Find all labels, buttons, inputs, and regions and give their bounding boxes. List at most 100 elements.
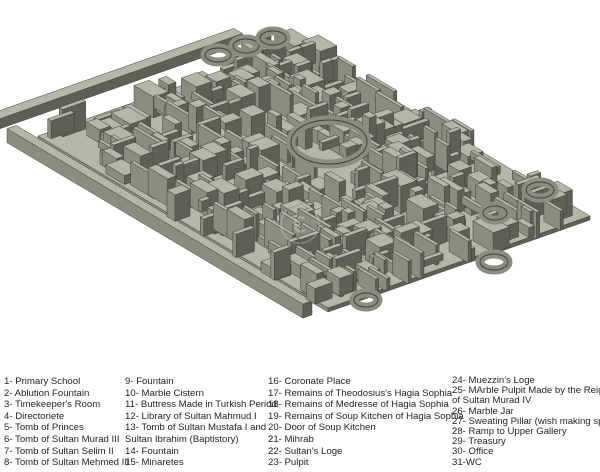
building-block-top	[516, 199, 541, 213]
legend-item: 16- Coronate Place	[268, 376, 351, 387]
legend-item: 21- Mihrab	[268, 433, 314, 445]
legend-item: 30- Office	[452, 446, 494, 458]
legend-column-4: 24- Muezzin's Loge 25- MArble Pulpit Mad…	[452, 375, 600, 468]
building-block-side	[496, 165, 501, 176]
legend-item: 26- Marble Jar	[452, 405, 514, 417]
building-block-top	[318, 134, 340, 144]
building-block-top	[306, 101, 329, 111]
building-block-top	[324, 171, 347, 183]
watermark: ⓒ	[279, 202, 321, 249]
legend-item: 24- Muezzin's Loge	[452, 375, 535, 386]
building-block-side	[559, 209, 564, 231]
building-block-top	[343, 90, 362, 99]
building-block-top	[408, 185, 426, 193]
building-block-top	[331, 248, 363, 260]
building-block-top	[516, 218, 536, 228]
legend-item: 28- Ramp to Upper Gallery	[452, 425, 567, 437]
building-block-top	[473, 155, 498, 169]
building-block-top	[187, 99, 208, 108]
building-block-top	[320, 226, 342, 238]
building-block-top	[434, 137, 451, 147]
building-block-top	[188, 147, 218, 161]
legend-item: 20- Door of Soup Kitchen	[268, 422, 376, 434]
building-block-top	[449, 171, 466, 179]
building-block-top	[357, 267, 380, 280]
tomb-rotunda	[525, 181, 555, 199]
legend-item: Sultan Ibrahim (Baptistory)	[125, 433, 239, 445]
building-block-top	[232, 225, 256, 235]
building-block-top	[443, 201, 460, 210]
building-block-top	[422, 124, 439, 134]
building-block-top	[171, 160, 185, 167]
legend-item: 2- Ablution Fountain	[4, 387, 90, 399]
building-block-side	[383, 258, 388, 275]
building-block-top	[355, 76, 382, 91]
legend-item: 25- MArble Pulpit Made by the Reign	[452, 385, 600, 397]
legend-item: 11- Buttress Made in Turkish Period	[125, 399, 277, 411]
building-block-top	[343, 264, 358, 272]
building-block-top	[447, 159, 473, 172]
building-block-top	[169, 133, 194, 143]
building-block-top	[420, 251, 444, 261]
building-block-side	[467, 239, 472, 264]
building-block-side	[353, 270, 357, 292]
building-block-top	[391, 250, 412, 262]
building-block-top	[109, 135, 137, 146]
legend-item: 7- Tomb of Sultan Selim II	[4, 445, 114, 457]
isometric-model: ⓒ	[0, 26, 591, 319]
legend-item: 4- Directoriete	[4, 410, 65, 422]
building-block-top	[293, 59, 313, 67]
building-block-top	[269, 52, 283, 60]
legend-item: 6- Tomb of Sultan Murad III	[4, 433, 120, 445]
building-block-side	[471, 247, 476, 262]
building-block-top	[293, 74, 307, 81]
building-block-top	[367, 266, 391, 279]
building-block-top	[320, 214, 338, 222]
building-block-top	[321, 79, 345, 89]
building-block-top	[205, 70, 232, 83]
building-block-top	[175, 140, 195, 151]
building-block-top	[330, 205, 347, 214]
building-block-side	[386, 277, 391, 292]
building-block-top	[301, 34, 338, 52]
building-block-top	[380, 168, 417, 187]
building-block-top	[321, 86, 343, 96]
building-block-top	[166, 184, 191, 196]
building-block-top	[365, 232, 398, 248]
building-block-top	[213, 136, 232, 145]
building-block-top	[341, 207, 356, 214]
building-block-top	[366, 204, 387, 216]
building-block-top	[263, 217, 297, 236]
building-block-top	[158, 76, 177, 86]
building-block-top	[375, 90, 405, 108]
building-block-top	[514, 174, 541, 185]
building-block-top	[413, 230, 440, 246]
building-block-top	[445, 127, 462, 134]
building-block-front	[47, 118, 52, 140]
building-block-top	[342, 226, 368, 237]
legend-item: 18- Remains of Medresse of Hagia Sophia	[268, 399, 449, 411]
building-block-top	[427, 174, 451, 188]
building-block-top	[162, 114, 183, 125]
building-block-top	[47, 110, 75, 122]
building-block-side	[420, 251, 425, 280]
building-block-top	[387, 108, 423, 125]
building-block-top	[405, 193, 439, 210]
tomb-rotunda	[204, 47, 232, 63]
building-block-top	[321, 242, 343, 252]
building-block-top	[285, 45, 303, 53]
building-block-top	[58, 99, 87, 110]
building-block-top	[216, 112, 242, 124]
legend-column-1: 1- Primary School 2- Ablution Fountain 3…	[4, 376, 130, 469]
tomb-rotunda	[482, 205, 508, 221]
building-block-top	[225, 83, 256, 99]
building-block-top	[86, 118, 111, 131]
building-block-top	[281, 180, 304, 191]
building-block-top	[294, 173, 312, 181]
building-block-top	[361, 111, 377, 119]
legend-item: 29- Treasury	[452, 436, 506, 448]
legend-column-3: 16- Coronate Place 17- Remains of Theodo…	[268, 376, 464, 469]
building-block-top	[147, 164, 177, 180]
building-block-top	[233, 74, 249, 83]
building-block-top	[354, 164, 371, 172]
